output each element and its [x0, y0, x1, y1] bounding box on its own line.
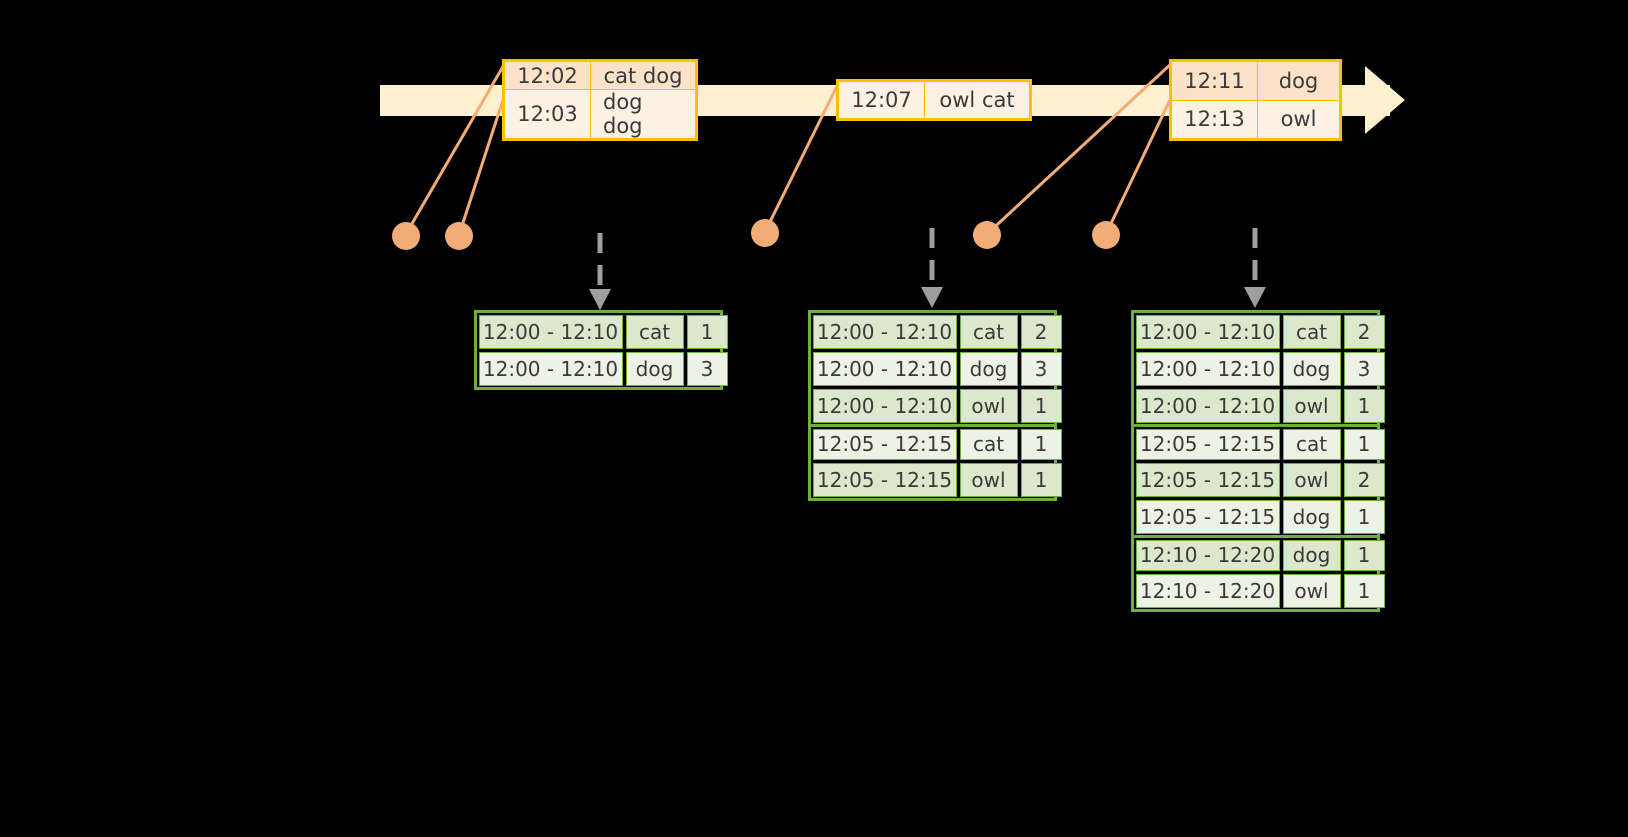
event-row[interactable]: 12:11 dog [1172, 62, 1339, 101]
cell-word: owl [959, 388, 1018, 423]
cell-count: 3 [1020, 351, 1062, 386]
cell-window: 12:05 - 12:15 [1135, 462, 1280, 497]
cell-window: 12:10 - 12:20 [1135, 539, 1280, 571]
event-words: dog dog [603, 90, 643, 138]
cell-word: dog [959, 351, 1018, 386]
event-time: 12:03 [505, 90, 591, 138]
cell-count: 1 [1020, 428, 1062, 460]
cell-count: 2 [1343, 314, 1385, 349]
connector-line-2 [457, 99, 505, 236]
cell-window: 12:00 - 12:10 [478, 314, 623, 349]
cell-word: cat [959, 428, 1018, 460]
cell-window: 12:00 - 12:10 [1135, 388, 1280, 423]
cell-window: 12:05 - 12:15 [812, 462, 957, 497]
event-marker-12-07 [751, 219, 779, 247]
connector-line-5 [1104, 99, 1172, 235]
cell-window: 12:00 - 12:10 [812, 351, 957, 386]
event-time: 12:11 [1172, 62, 1258, 100]
event-row[interactable]: 12:03 dog dog [505, 90, 695, 138]
event-words: owl cat [939, 88, 1015, 112]
dashed-arrow-to-table-3 [1244, 228, 1266, 308]
event-marker-12-03 [445, 222, 473, 250]
cell-word: owl [1282, 573, 1341, 608]
cell-count: 3 [1343, 351, 1385, 386]
event-box-group-3[interactable]: 12:11 dog 12:13 owl [1169, 59, 1342, 141]
cell-word: cat [625, 314, 684, 349]
cell-word: dog [1282, 539, 1341, 571]
event-words: owl [1280, 107, 1317, 132]
event-time: 12:13 [1172, 100, 1258, 138]
cell-count: 1 [686, 314, 728, 349]
event-row[interactable]: 12:02 cat dog [505, 62, 695, 90]
event-time: 12:07 [839, 82, 925, 118]
cell-count: 3 [686, 351, 728, 386]
event-box-group-2[interactable]: 12:07 owl cat [836, 79, 1032, 121]
event-marker-12-13 [1092, 221, 1120, 249]
cell-window: 12:00 - 12:10 [478, 351, 623, 386]
cell-word: owl [1282, 462, 1341, 497]
cell-word: dog [1282, 351, 1341, 386]
event-words: dog [1278, 68, 1319, 93]
dashed-arrow-to-table-1 [589, 233, 611, 310]
event-box-group-1[interactable]: 12:02 cat dog 12:03 dog dog [502, 59, 698, 141]
connector-line-1 [404, 62, 507, 235]
event-words: cat dog [603, 63, 683, 88]
timeline-arrow-head [1365, 66, 1405, 134]
cell-window: 12:00 - 12:10 [1135, 351, 1280, 386]
cell-word: owl [1282, 388, 1341, 423]
cell-window: 12:05 - 12:15 [812, 428, 957, 460]
cell-count: 1 [1343, 428, 1385, 460]
cell-word: dog [625, 351, 684, 386]
cell-count: 1 [1020, 388, 1062, 423]
cell-word: cat [1282, 314, 1341, 349]
connector-line-3 [763, 81, 841, 233]
event-row[interactable]: 12:13 owl [1172, 100, 1339, 138]
cell-window: 12:00 - 12:10 [1135, 314, 1280, 349]
cell-count: 2 [1020, 314, 1062, 349]
cell-window: 12:05 - 12:15 [1135, 499, 1280, 534]
cell-word: dog [1282, 499, 1341, 534]
cell-window: 12:05 - 12:15 [1135, 428, 1280, 460]
event-time: 12:02 [505, 62, 591, 89]
dashed-arrow-to-table-2 [921, 228, 943, 308]
event-marker-12-11 [973, 221, 1001, 249]
event-row[interactable]: 12:07 owl cat [839, 82, 1029, 118]
event-marker-12-02 [392, 222, 420, 250]
cell-count: 1 [1343, 573, 1385, 608]
cell-count: 1 [1343, 499, 1385, 534]
cell-count: 1 [1020, 462, 1062, 497]
cell-word: cat [959, 314, 1018, 349]
cell-word: cat [1282, 428, 1341, 460]
cell-window: 12:00 - 12:10 [812, 388, 957, 423]
cell-count: 2 [1343, 462, 1385, 497]
cell-word: owl [959, 462, 1018, 497]
cell-count: 1 [1343, 388, 1385, 423]
cell-window: 12:00 - 12:10 [812, 314, 957, 349]
cell-count: 1 [1343, 539, 1385, 571]
cell-window: 12:10 - 12:20 [1135, 573, 1280, 608]
